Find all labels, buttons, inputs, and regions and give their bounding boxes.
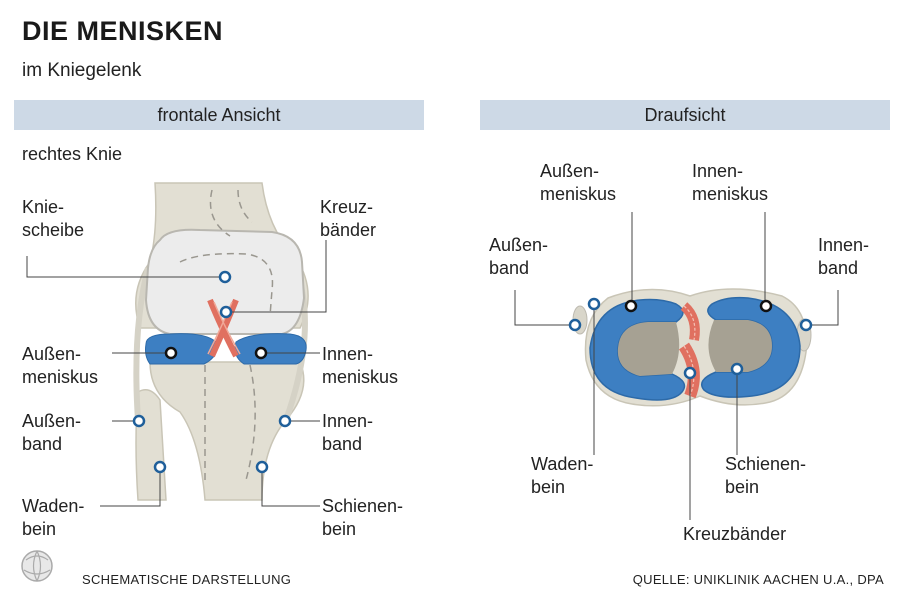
marker-kreuzbaender-top [683,366,697,380]
label-schienenbein-top: Schienen-bein [725,454,807,497]
label-schienenbein-front: Schienen-bein [322,496,404,539]
label-aussenband-top: Außen-band [489,235,549,278]
marker-aussenmeniskus-top [624,299,638,313]
marker-innenband-top [799,318,813,332]
label-aussenmeniskus-front: Außen-meniskus [22,344,99,387]
fibula-bone [135,389,167,501]
label-aussenband-front: Außen-band [22,411,82,454]
label-kreuzbaender-top: Kreuzbänder [683,524,787,544]
marker-schienenbein-front [255,460,269,474]
marker-innenmeniskus-top [759,299,773,313]
marker-innenband-front [278,414,292,428]
outer-ligament [133,267,151,421]
marker-aussenmeniskus-front [164,346,178,360]
page-title: DIE MENISKEN [22,16,224,46]
outer-meniscus-shape [145,333,218,365]
panel-header-front: frontale Ansicht [14,100,424,130]
marker-kreuzbaender-front [219,305,233,319]
inner-meniscus-top [701,296,801,398]
footer-source: QUELLE: UNIKLINIK AACHEN U.A., DPA [632,572,884,587]
label-innenband-front: Innen-band [322,411,374,454]
label-innenmeniskus-front: Innen-meniskus [322,344,399,387]
label-kreuzbaender-front: Kreuz-bänder [320,197,377,240]
label-wadenbein-top: Waden-bein [531,454,594,497]
kneecap-outline [179,252,274,317]
globe-icon [21,550,53,582]
marker-kniescheibe [218,270,232,284]
marker-aussenband-front [132,414,146,428]
tibia-bone [149,361,305,501]
marker-wadenbein-front [153,460,167,474]
marker-aussenband-top [568,318,582,332]
inner-meniscus-shape [234,333,307,365]
page-subtitle: im Kniegelenk [22,60,142,81]
side-label: rechtes Knie [22,144,123,164]
panel-header-top: Draufsicht [480,100,890,130]
label-wadenbein-front: Waden-bein [22,496,85,539]
footer-note: SCHEMATISCHE DARSTELLUNG [82,572,292,587]
marker-wadenbein-top [587,297,601,311]
label-innenband-top: Innen-band [818,235,870,278]
label-innenmeniskus-top: Innen-meniskus [692,161,769,204]
label-kniescheibe-front: Knie-scheibe [22,197,85,240]
top-view-diagram [514,212,839,520]
marker-innenmeniskus-front [254,346,268,360]
label-aussenmeniskus-top: Außen-meniskus [540,161,617,204]
cruciate-ligaments-front [207,298,241,358]
front-view-diagram [26,182,327,507]
marker-schienenbein-top [730,362,744,376]
